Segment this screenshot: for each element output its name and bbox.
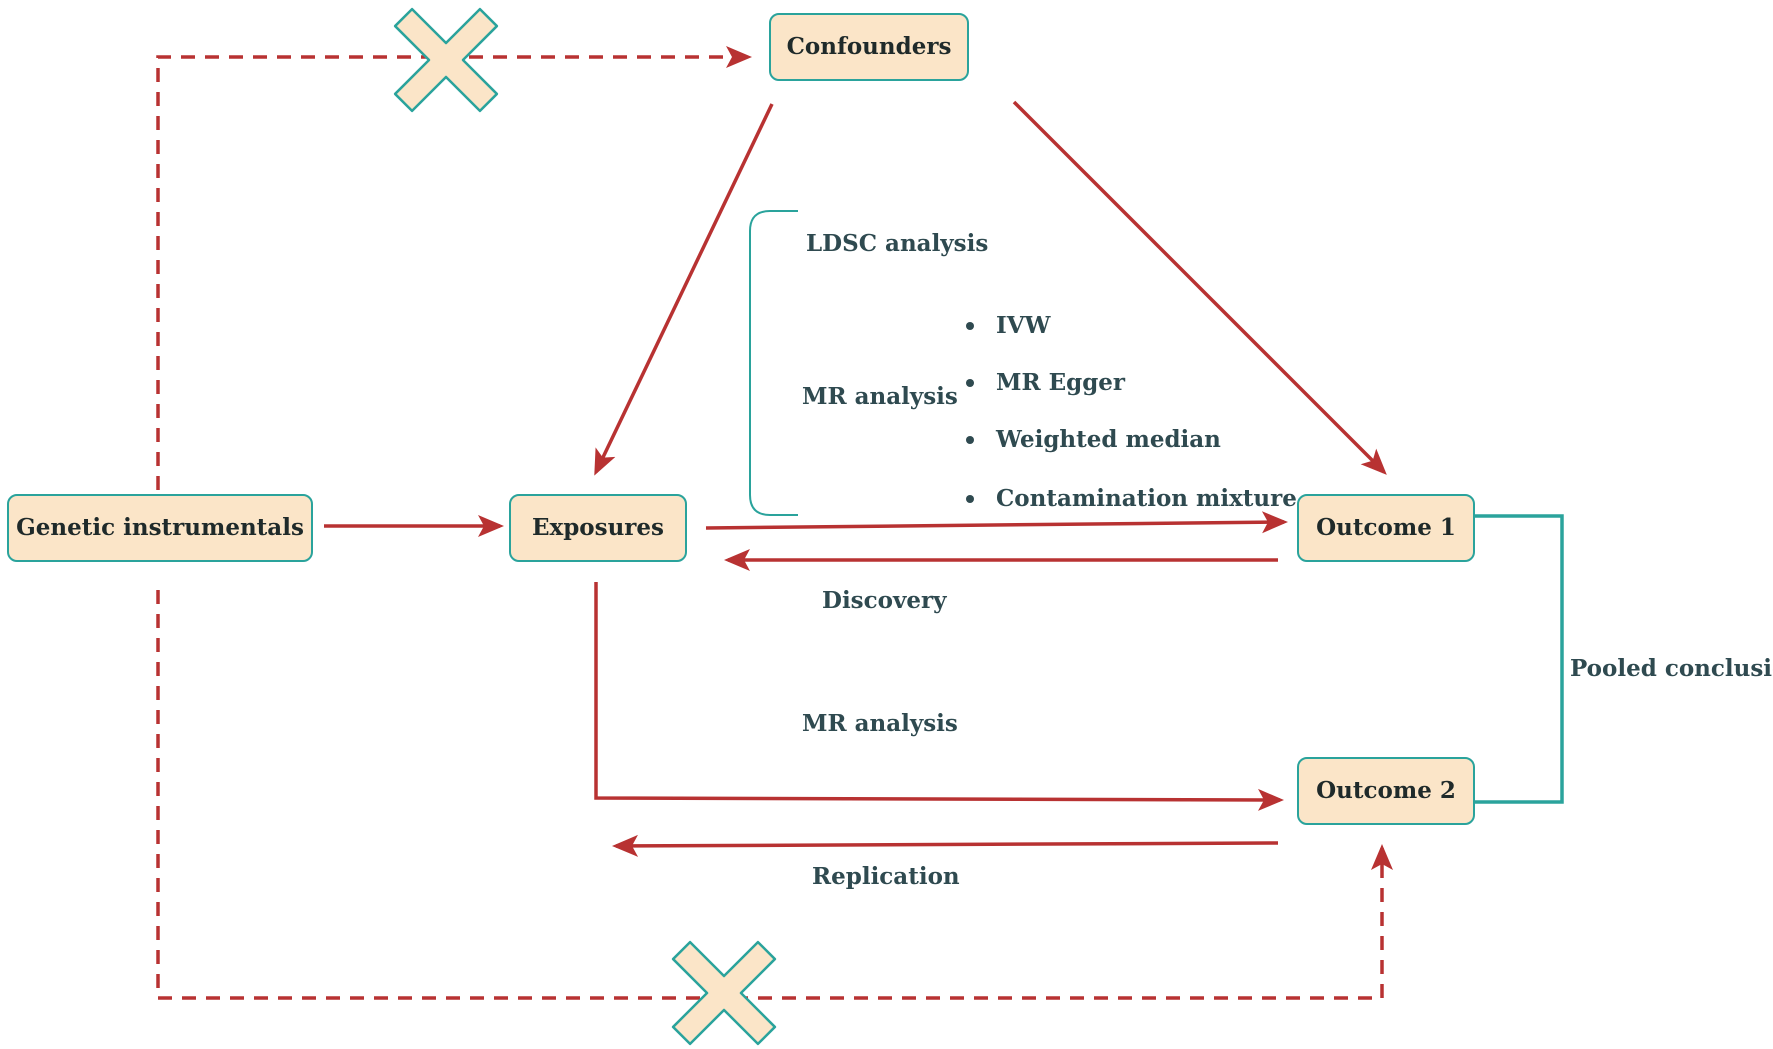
method-item-ivw: IVW <box>996 312 1052 339</box>
methods-list: IVW MR Egger Weighted median Contaminati… <box>966 312 1297 512</box>
cross-icon <box>393 7 499 113</box>
arrow-confounders-to-exposures <box>594 103 774 476</box>
node-genetic-instrumentals-label: Genetic instrumentals <box>16 514 304 541</box>
method-bullet <box>966 322 974 330</box>
node-outcome1-label: Outcome 1 <box>1316 514 1456 541</box>
method-item-mr-egger: MR Egger <box>996 369 1126 396</box>
replication-label: Replication <box>812 863 960 890</box>
mr-analysis-bottom-label: MR analysis <box>802 710 958 737</box>
discovery-label: Discovery <box>822 587 947 614</box>
pooled-conclusion-bracket <box>1474 514 1564 804</box>
pooled-conclusion-label: Pooled conclusion <box>1570 655 1773 682</box>
cross-icon <box>671 940 777 1046</box>
ldsc-analysis-label: LDSC analysis <box>806 230 988 257</box>
node-genetic-instrumentals: Genetic instrumentals <box>7 494 313 562</box>
node-exposures-label: Exposures <box>532 514 664 541</box>
node-confounders-label: Confounders <box>787 33 952 60</box>
method-bullet <box>966 436 974 444</box>
dashed-path-to-confounders <box>156 46 752 490</box>
method-item-weighted-median: Weighted median <box>995 426 1221 453</box>
arrow-exposures-to-outcome2 <box>594 582 1284 811</box>
method-item-contamination-mixture: Contamination mixture <box>996 485 1297 512</box>
arrow-exposures-to-outcome1 <box>705 511 1288 534</box>
node-confounders: Confounders <box>769 13 969 81</box>
arrow-confounders-to-outcome1 <box>1012 100 1387 475</box>
dashed-path-to-outcome2 <box>156 590 1393 1000</box>
arrow-outcome2-back <box>612 834 1279 857</box>
analysis-bracket <box>749 210 798 516</box>
node-exposures: Exposures <box>509 494 687 562</box>
node-outcome2-label: Outcome 2 <box>1316 777 1456 804</box>
node-outcome1: Outcome 1 <box>1297 494 1475 562</box>
node-outcome2: Outcome 2 <box>1297 757 1475 825</box>
method-bullet <box>966 379 974 387</box>
mr-analysis-top-label: MR analysis <box>802 383 958 410</box>
method-bullet <box>966 495 974 503</box>
